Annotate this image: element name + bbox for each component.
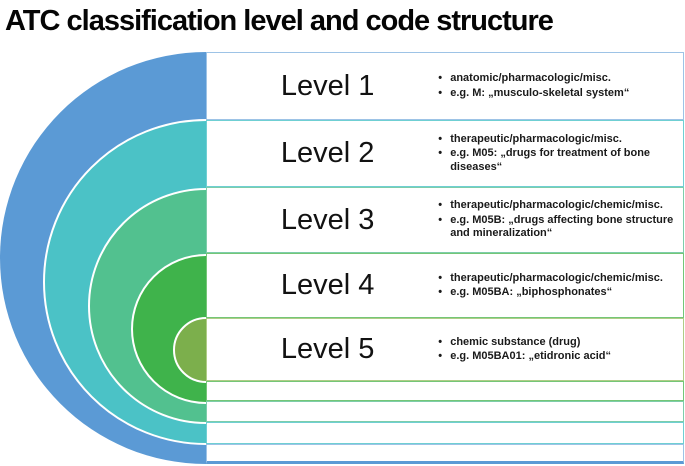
filler-row-4 <box>206 444 684 464</box>
bullet-item: • therapeutic/pharmacologic/chemic/misc. <box>438 272 683 285</box>
bullet-text: therapeutic/pharmacologic/misc. <box>450 132 622 145</box>
bullet-item: • e.g. M05BA01: „etidronic acid“ <box>438 350 683 363</box>
bullet-text: therapeutic/pharmacologic/chemic/misc. <box>450 271 663 284</box>
bullet-item: • anatomic/pharmacologic/misc. <box>438 72 683 85</box>
level-label: Level 5 <box>280 333 375 365</box>
level-rows: Level 1 • anatomic/pharmacologic/misc. •… <box>206 52 684 464</box>
bullet-text: anatomic/pharmacologic/misc. <box>450 72 611 85</box>
bullet-item: • therapeutic/pharmacologic/misc. <box>438 133 683 146</box>
level-row-1: Level 1 • anatomic/pharmacologic/misc. •… <box>206 52 684 120</box>
bullet-text: chemic substance (drug) <box>450 335 581 348</box>
bullet-dot-icon: • <box>438 147 443 160</box>
bullet-dot-icon: • <box>438 199 443 212</box>
bullet-text: e.g. M: „musculo-skeletal system“ <box>450 86 630 99</box>
bullet-item: • therapeutic/pharmacologic/chemic/misc. <box>438 199 683 212</box>
bullet-list: • chemic substance (drug) • e.g. M05BA01… <box>438 336 683 364</box>
filler-row-2 <box>206 401 684 422</box>
bullet-dot-icon: • <box>438 271 443 284</box>
level-label: Level 1 <box>280 69 375 102</box>
bullet-dot-icon: • <box>438 72 443 85</box>
bullet-list: • anatomic/pharmacologic/misc. • e.g. M:… <box>438 72 683 100</box>
bullet-item: • chemic substance (drug) <box>438 336 683 349</box>
level-label: Level 3 <box>280 203 375 236</box>
bullet-item: • e.g. M05: „drugs for treatment of bone… <box>438 147 683 174</box>
bullet-list: • therapeutic/pharmacologic/chemic/misc.… <box>438 199 683 240</box>
bullet-item: • e.g. M05B: „drugs affecting bone struc… <box>438 214 683 241</box>
level-row-4: Level 4 • therapeutic/pharmacologic/chem… <box>206 253 684 318</box>
bullet-dot-icon: • <box>438 86 443 99</box>
bullet-dot-icon: • <box>438 132 443 145</box>
bullet-text: e.g. M05B: „drugs affecting bone structu… <box>450 213 674 240</box>
page-title: ATC classification level and code struct… <box>5 5 554 37</box>
bullet-dot-icon: • <box>438 286 443 298</box>
level-row-5: Level 5 • chemic substance (drug) • e.g.… <box>206 318 684 381</box>
bullet-dot-icon: • <box>438 350 443 362</box>
filler-row-3 <box>206 422 684 444</box>
level-row-3: Level 3 • therapeutic/pharmacologic/chem… <box>206 187 684 253</box>
bullet-text: therapeutic/pharmacologic/chemic/misc. <box>450 199 663 212</box>
bullet-item: • e.g. M: „musculo-skeletal system“ <box>438 87 683 100</box>
bullet-text: e.g. M05BA01: „etidronic acid“ <box>450 350 611 362</box>
bullet-text: e.g. M05: „drugs for treatment of bone d… <box>450 147 651 173</box>
bullet-text: e.g. M05BA: „biphosphonates“ <box>450 286 613 298</box>
bullet-list: • therapeutic/pharmacologic/chemic/misc.… <box>438 272 683 300</box>
level-label: Level 4 <box>280 269 375 301</box>
nested-semicircles <box>0 0 207 466</box>
bullet-dot-icon: • <box>438 213 443 226</box>
bullet-item: • e.g. M05BA: „biphosphonates“ <box>438 286 683 299</box>
filler-row-1 <box>206 381 684 401</box>
level-label: Level 2 <box>280 137 375 169</box>
level-row-2: Level 2 • therapeutic/pharmacologic/misc… <box>206 120 684 187</box>
bullet-dot-icon: • <box>438 335 443 348</box>
bullet-list: • therapeutic/pharmacologic/misc. • e.g.… <box>438 133 683 174</box>
